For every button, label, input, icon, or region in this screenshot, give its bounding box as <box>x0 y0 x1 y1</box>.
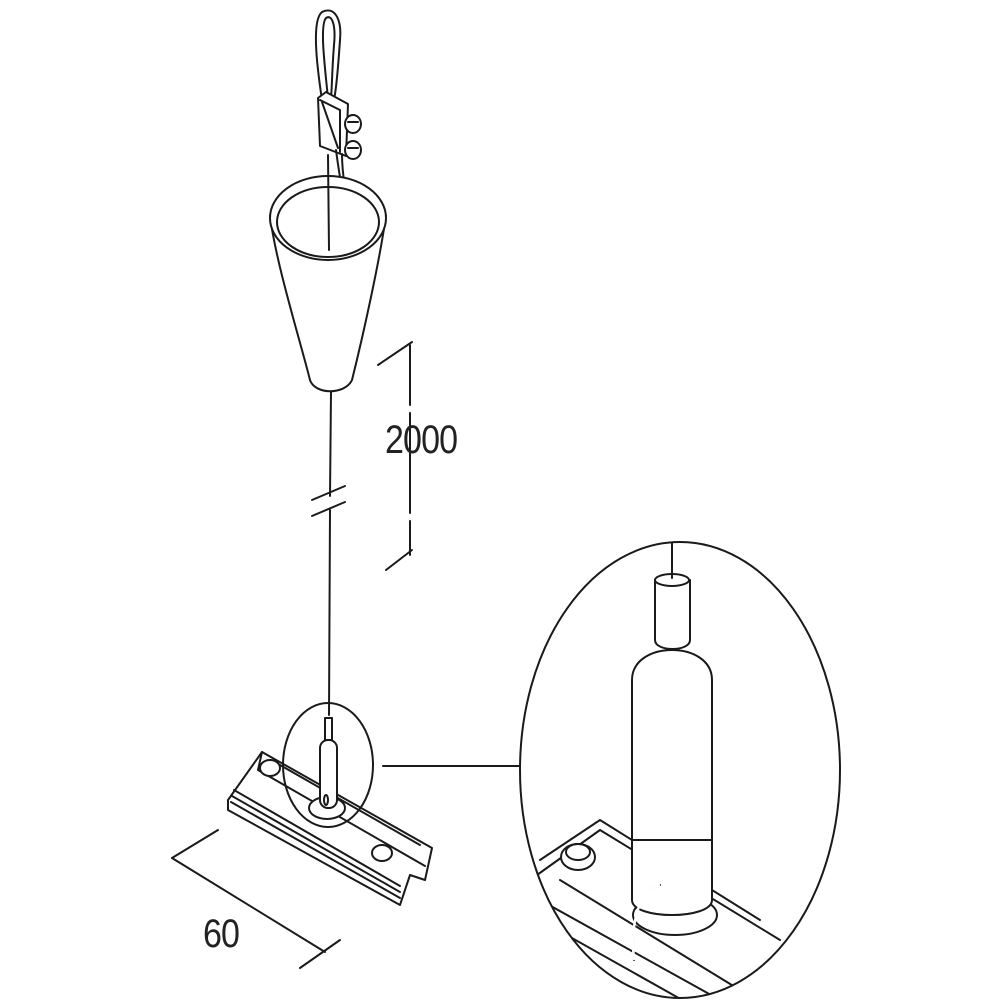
screw-icon <box>344 114 362 160</box>
track-adapter-base <box>227 751 433 906</box>
detail-marker-circle <box>282 702 374 828</box>
detail-magnified-view <box>519 541 841 999</box>
cable-terminal <box>308 717 346 820</box>
length-label: 2000 <box>385 418 458 462</box>
canopy-cone <box>269 154 387 393</box>
width-label: 60 <box>203 912 240 956</box>
cable-loop <box>314 9 342 101</box>
length-dimension <box>377 341 413 571</box>
cable-gripper <box>317 91 349 189</box>
steel-cable <box>311 391 346 716</box>
width-dimension <box>171 829 341 969</box>
